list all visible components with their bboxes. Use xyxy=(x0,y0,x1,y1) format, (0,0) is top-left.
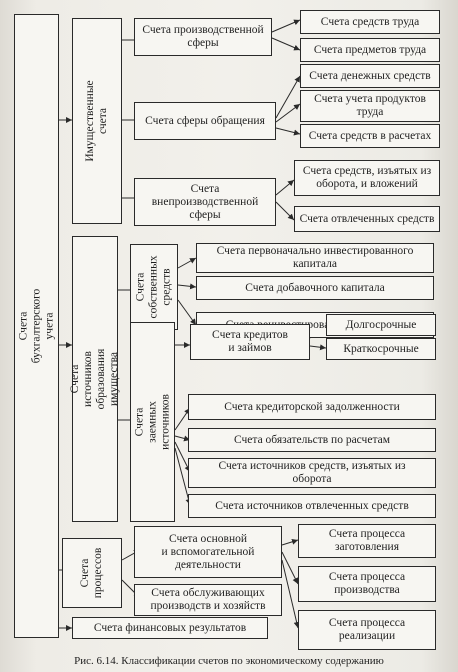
production-sphere-node: Счета производственной сферы xyxy=(134,18,272,56)
circulation-sphere-node: Счета сферы обращения xyxy=(134,102,276,140)
root-node: Счета бухгалтерского учета xyxy=(14,14,59,638)
service-production-node: Счета обслуживающих производств и хозяйс… xyxy=(134,584,282,616)
cash-node: Счета денежных средств xyxy=(300,64,440,88)
manufacturing-node: Счета процесса производства xyxy=(298,566,436,602)
products-node: Счета учета продуктов труда xyxy=(300,90,440,122)
settlements-node: Счета средств в расчетах xyxy=(300,124,440,148)
nonproduction-sphere-node: Счета внепроизводственной сферы xyxy=(134,178,276,226)
main-activity-node: Счета основной и вспомогательной деятель… xyxy=(134,526,282,578)
financial-results-node: Счета финансовых результатов xyxy=(72,617,268,639)
sources-accounts-label: Счета источников образования имущества xyxy=(69,348,120,410)
procurement-node: Счета процесса заготовления xyxy=(298,524,436,558)
borrowed-sources-label: Счета заемных источников xyxy=(133,394,171,450)
diverted-sources-node: Счета источников отвлеченных средств xyxy=(188,494,436,518)
initial-capital-node: Счета первоначально инвестированного кап… xyxy=(196,243,434,273)
property-accounts-label: Имущественные счета xyxy=(84,80,109,162)
labor-means-node: Счета средств труда xyxy=(300,10,440,34)
additional-capital-node: Счета добавочного капитала xyxy=(196,276,434,300)
figure-caption: Рис. 6.14. Классификации счетов по эконо… xyxy=(74,655,384,667)
own-funds-node: Счета собственных средств xyxy=(130,244,178,330)
diverted-funds-node: Счета отвлеченных средств xyxy=(294,206,440,232)
property-accounts-node: Имущественные счета xyxy=(72,18,122,224)
process-accounts-label: Счета процессов xyxy=(79,547,104,599)
payables-node: Счета кредиторской задолженности xyxy=(188,394,436,420)
own-funds-label: Счета собственных средств xyxy=(134,255,173,319)
withdrawn-sources-node: Счета источников средств, изъятых из обо… xyxy=(188,458,436,488)
borrowed-sources-node: Счета заемных источников xyxy=(130,322,175,522)
withdrawn-investments-node: Счета средств, изъятых из оборота, и вло… xyxy=(294,160,440,196)
sources-accounts-node: Счета источников образования имущества xyxy=(69,236,120,522)
root-label: Счета бухгалтерского учета xyxy=(17,288,55,364)
process-accounts-node: Счета процессов xyxy=(62,538,122,608)
long-term-node: Долгосрочные xyxy=(326,314,436,336)
short-term-node: Краткосрочные xyxy=(326,338,436,360)
obligations-node: Счета обязательств по расчетам xyxy=(188,428,436,452)
credits-loans-node: Счета кредитов и займов xyxy=(190,324,310,360)
sales-node: Счета процесса реализации xyxy=(298,610,436,650)
labor-objects-node: Счета предметов труда xyxy=(300,38,440,62)
